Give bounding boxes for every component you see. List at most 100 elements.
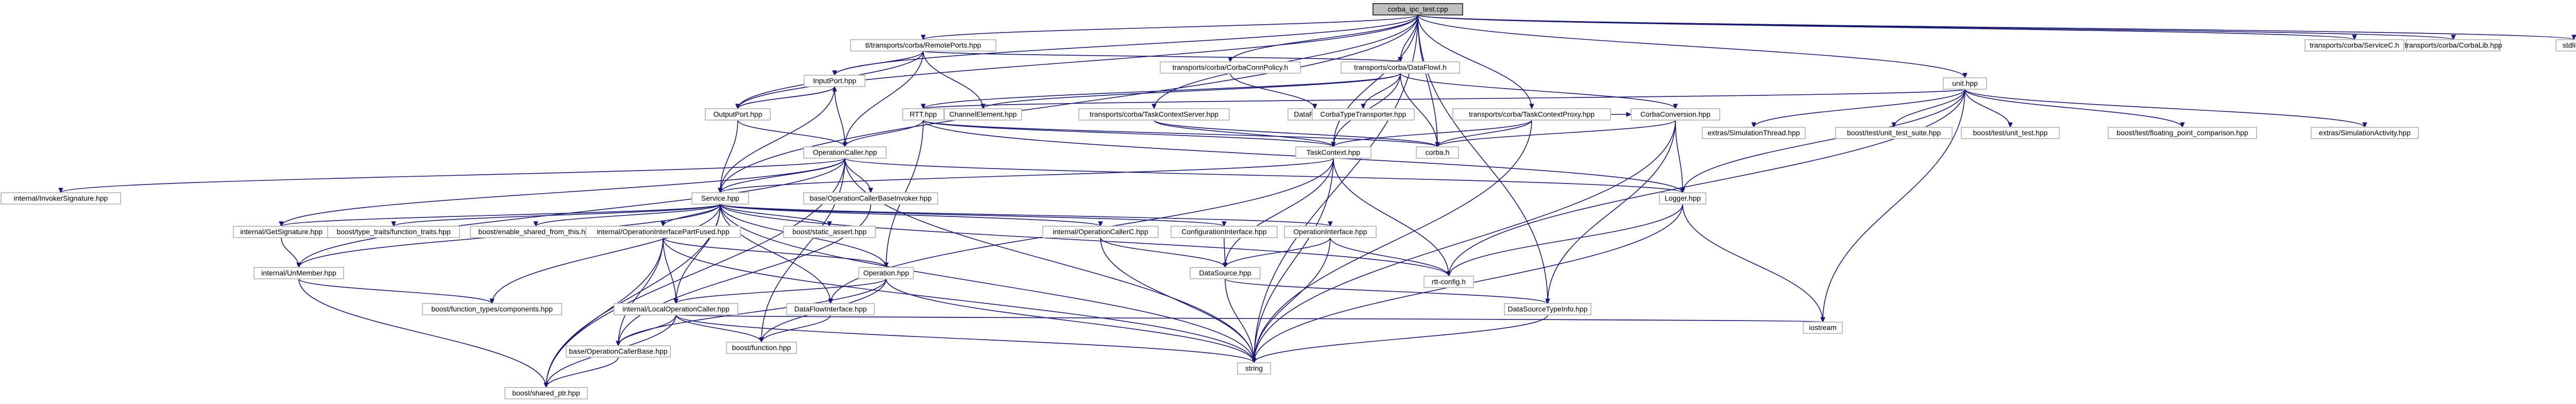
node-taskcontext-hpp[interactable]: TaskContext.hpp — [1295, 146, 1371, 159]
node-base-operationcallerbase-hpp[interactable]: base/OperationCallerBase.hpp — [566, 345, 671, 358]
edge-line — [844, 50, 924, 147]
edge-line — [720, 204, 1225, 227]
edge-arrowhead — [921, 35, 926, 41]
node-channelelement-hpp[interactable]: ChannelElement.hpp — [944, 108, 1022, 121]
node-corbaconversion-hpp[interactable]: CorbaConversion.hpp — [1631, 108, 1720, 121]
edge-line — [1448, 89, 1965, 277]
edge-arrowhead — [868, 188, 873, 194]
edge-line — [618, 278, 887, 346]
edge-unit-to-logger — [1680, 89, 1965, 194]
edge-line — [1253, 237, 1331, 363]
node-dataflowinterface-hpp[interactable]: DataFlowInterface.hpp — [786, 303, 875, 315]
svg-text:boost/function.hpp: boost/function.hpp — [732, 344, 791, 352]
node-datasource-hpp[interactable]: DataSource.hpp — [1190, 267, 1261, 279]
edge-line — [1333, 14, 1418, 147]
node-corba-h[interactable]: corba.h — [1416, 146, 1459, 159]
edge-line — [492, 204, 721, 304]
svg-text:OutputPort.hpp: OutputPort.hpp — [714, 110, 762, 119]
edge-opcaller-to-logger — [844, 158, 1685, 194]
edge-line — [1417, 14, 2454, 40]
edge-root-to-taskcontext — [1331, 14, 1418, 148]
edge-line — [618, 237, 664, 346]
edge-line — [1333, 158, 1449, 277]
edge-arrowhead — [544, 382, 549, 389]
svg-text:corba_ipc_test.cpp: corba_ipc_test.cpp — [1387, 5, 1448, 13]
node-operationcaller-hpp[interactable]: OperationCaller.hpp — [803, 146, 887, 159]
edge-dataflowi-to-rtt — [921, 73, 1401, 110]
edge-arrowhead — [1435, 142, 1440, 148]
node-tl-transports-corba-remoteports-hpp[interactable]: tl/transports/corba/RemotePorts.hpp — [850, 39, 996, 52]
edge-line — [1448, 204, 1683, 277]
edge-line — [982, 73, 1401, 109]
edge-line — [1437, 120, 1676, 147]
edge-root-to-dstypeinfo — [1417, 14, 1550, 305]
edge-line — [281, 204, 721, 227]
edge-arrowhead — [2008, 122, 2013, 128]
edge-arrowhead — [828, 298, 833, 305]
edge-line — [1417, 14, 2574, 40]
node-transports-corba-taskcontextproxy-hpp[interactable]: transports/corba/TaskContextProxy.hpp — [1452, 108, 1611, 121]
node-inputport-hpp[interactable]: InputPort.hpp — [804, 75, 866, 87]
edge-tcproxy-to-corbah — [1435, 120, 1532, 148]
edge-line — [923, 73, 1401, 109]
node-internal-getsignature-hpp[interactable]: internal/GetSignature.hpp — [233, 226, 330, 238]
node-internal-localoperationcaller-hpp[interactable]: internal/LocalOperationCaller.hpp — [614, 303, 738, 315]
edge-service-to-getsig — [279, 204, 721, 227]
edge-arrowhead — [1328, 221, 1333, 227]
edge-line — [1154, 120, 1438, 147]
node-transports-corba-corbalib-hpp[interactable]: transports/corba/CorbaLib.hpp — [2404, 39, 2502, 52]
edge-arrowhead — [533, 221, 538, 227]
svg-text:boost/enable_shared_from_this.: boost/enable_shared_from_this.hpp — [478, 228, 594, 236]
edge-arrowhead — [391, 221, 396, 227]
svg-text:ConfigurationInterface.hpp: ConfigurationInterface.hpp — [1182, 228, 1267, 236]
edge-arrowhead — [1962, 73, 1968, 79]
svg-text:RTT.hpp: RTT.hpp — [910, 110, 937, 119]
svg-text:internal/UnMember.hpp: internal/UnMember.hpp — [261, 269, 336, 277]
edge-root-to-corbalib — [1417, 14, 2456, 41]
edge-arrowhead — [2352, 35, 2357, 41]
edge-unit-to-boostfloat — [1964, 89, 2185, 128]
edge-line — [1964, 89, 2183, 128]
node-rtt-config-h[interactable]: rtt-config.h — [1423, 276, 1474, 288]
edge-line — [663, 237, 676, 304]
svg-text:Logger.hpp: Logger.hpp — [1665, 194, 1701, 203]
node-corbatypetransporter-hpp[interactable]: CorbaTypeTransporter.hpp — [1312, 108, 1415, 121]
svg-text:boost/function_types/component: boost/function_types/components.hpp — [431, 305, 553, 313]
node-internal-invokersignature-hpp[interactable]: internal/InvokerSignature.hpp — [1, 192, 121, 205]
node-rtt-hpp[interactable]: RTT.hpp — [902, 108, 944, 121]
node-logger-hpp[interactable]: Logger.hpp — [1659, 192, 1706, 205]
node-extras-simulationactivity-hpp[interactable]: extras/SimulationActivity.hpp — [2311, 127, 2419, 139]
node-base-operationcallerbaseinvoker-hpp[interactable]: base/OperationCallerBaseInvoker.hpp — [803, 192, 938, 205]
node-outputport-hpp[interactable]: OutputPort.hpp — [705, 108, 771, 121]
node-transports-corba-servicec-h: transports/corba/ServiceC.h — [2304, 39, 2404, 52]
edge-dataflowi-to-corbatt — [1361, 73, 1401, 110]
node-operationinterface-hpp[interactable]: OperationInterface.hpp — [1284, 226, 1377, 238]
svg-text:Service.hpp: Service.hpp — [701, 194, 739, 203]
edge-arrowhead — [1251, 358, 1257, 364]
edge-line — [1225, 158, 1334, 268]
edge-dstypeinfo-to-string — [1251, 314, 1548, 364]
node-internal-unmember-hpp[interactable]: internal/UnMember.hpp — [253, 267, 344, 279]
svg-text:boost/test/unit_test.hpp: boost/test/unit_test.hpp — [1973, 129, 2048, 137]
node-transports-corba-taskcontextserver-hpp[interactable]: transports/corba/TaskContextServer.hpp — [1078, 108, 1230, 121]
node-transports-corba-dataflowi-h[interactable]: transports/corba/DataFlowI.h — [1341, 61, 1460, 74]
edge-arrowhead — [1673, 104, 1678, 110]
edge-opif-to-rttconfig — [1330, 237, 1451, 277]
svg-text:extras/SimulationThread.hpp: extras/SimulationThread.hpp — [1708, 129, 1800, 137]
node-internal-operationinterfacepartfused-hpp[interactable]: internal/OperationInterfacePartFused.hpp — [585, 226, 741, 238]
node-configurationinterface-hpp[interactable]: ConfigurationInterface.hpp — [1171, 226, 1278, 238]
node-service-hpp[interactable]: Service.hpp — [691, 192, 749, 205]
node-operation-hpp[interactable]: Operation.hpp — [858, 267, 914, 279]
node-transports-corba-corbaconnpolicy-h[interactable]: transports/corba/CorbaConnPolicy.h — [1160, 61, 1301, 74]
edge-line — [1893, 89, 1965, 128]
node-datasourcetypeinfo-hpp[interactable]: DataSourceTypeInfo.hpp — [1504, 303, 1591, 315]
edge-unit-to-simthread — [1751, 89, 1965, 128]
edge-unmember-to-functypes — [298, 278, 495, 305]
edge-line — [1230, 14, 1418, 62]
edge-arrowhead — [921, 104, 926, 110]
edge-tcproxy-to-taskcontext — [1331, 120, 1532, 148]
node-boost-enable-shared-from-this-hpp: boost/enable_shared_from_this.hpp — [470, 226, 602, 238]
edge-arrowhead — [1626, 112, 1632, 117]
node-internal-operationcallerc-hpp[interactable]: internal/OperationCallerC.hpp — [1042, 226, 1159, 238]
node-extras-simulationthread-hpp[interactable]: extras/SimulationThread.hpp — [1702, 127, 1806, 139]
